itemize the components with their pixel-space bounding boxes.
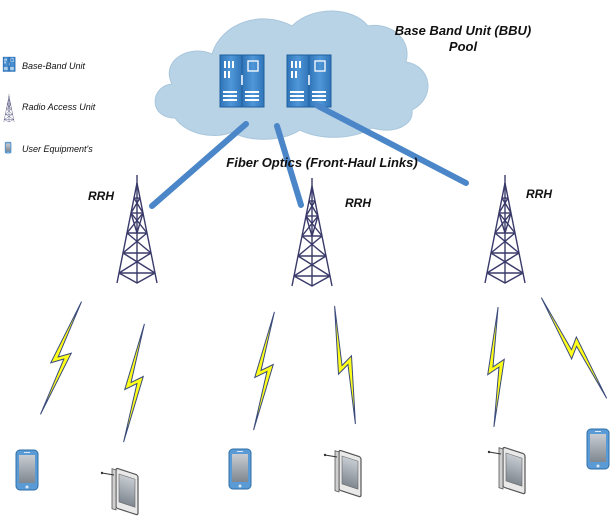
rrh-tower-1-icon [116,174,158,284]
rrh-label-1: RRH [88,189,114,203]
bbu-pool-title-line1: Base Band Unit (BBU) [395,23,532,38]
legend-base-band-unit-icon [2,56,16,72]
user-equipment-phone-2-icon [228,448,252,490]
rrh-label-3: RRH [526,187,552,201]
legend-item-user-equipment: User Equipment's [22,144,93,154]
legend: Base-Band Unit Radio Access Unit User Eq… [2,56,96,154]
wireless-link-5-icon [485,306,507,428]
bbu-rack-left-icon [219,54,265,108]
rrh-label-2: RRH [345,196,371,210]
wireless-link-3-icon [245,310,283,432]
fiber-links [149,103,469,209]
wireless-link-6-icon [534,292,611,404]
fiber-link-middle [274,123,304,208]
bbu-pool-title-line2: Pool [449,39,478,54]
legend-user-equipment-icon [4,141,12,154]
user-equipment-handheld-3-icon [487,445,526,497]
user-equipment-phone-3-icon [586,428,610,470]
fiber-link-right [315,103,469,186]
user-equipment-phone-1-icon [15,449,39,491]
wireless-link-1-icon [32,298,90,418]
legend-item-base-band-unit: Base-Band Unit [22,61,86,71]
rrh-tower-3-icon [484,174,526,284]
wireless-link-2-icon [115,322,153,444]
fiber-label: Fiber Optics (Front-Haul Links) [226,155,417,170]
user-equipment-handheld-1-icon [100,466,139,517]
fiber-link-left [149,121,249,209]
bbu-rack-right-icon [286,54,332,108]
user-equipment-handheld-2-icon [323,448,362,500]
legend-radio-access-unit-icon [3,93,15,123]
legend-item-radio-access-unit: Radio Access Unit [22,102,96,112]
wireless-link-4-icon [326,304,364,426]
